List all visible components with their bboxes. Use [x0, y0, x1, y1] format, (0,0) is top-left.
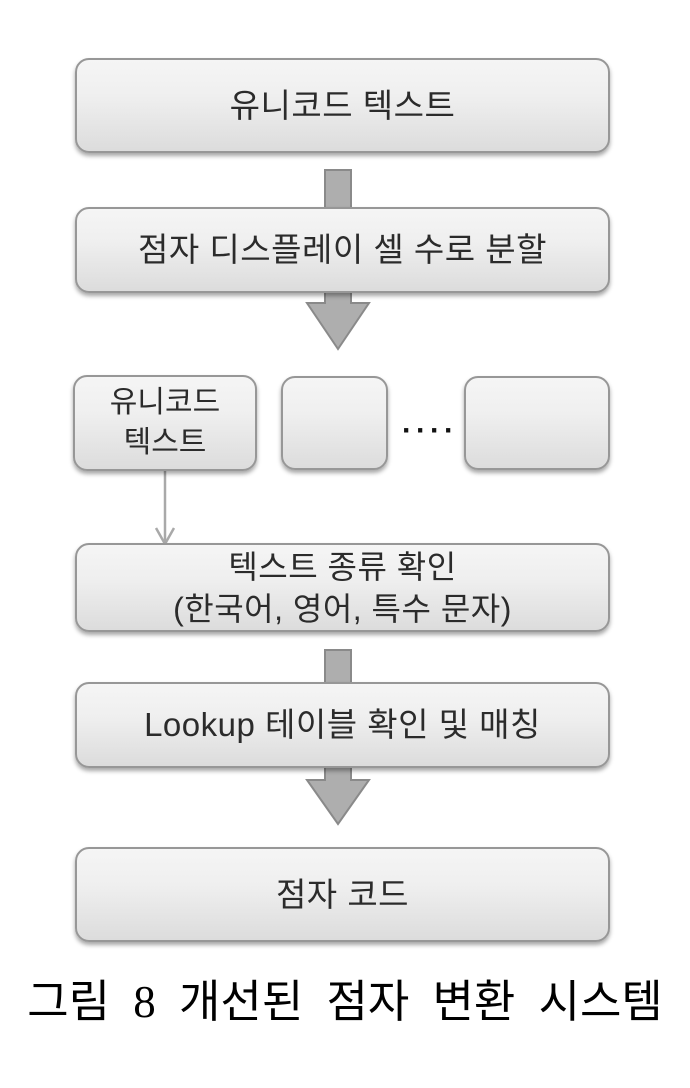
node-split-cells: 점자 디스플레이 셀 수로 분할 [75, 207, 610, 293]
node-label: Lookup 테이블 확인 및 매칭 [144, 706, 541, 743]
node-label: 점자 디스플레이 셀 수로 분할 [138, 231, 547, 268]
node-label: 점자 코드 [275, 875, 410, 913]
node-lookup-match: Lookup 테이블 확인 및 매칭 [75, 682, 610, 768]
node-label-line2: 텍스트 [123, 426, 207, 459]
node-label-line1: 텍스트 종류 확인 [228, 548, 457, 585]
ellipsis-dots: ···· [402, 414, 458, 447]
node-unicode-text: 유니코드 텍스트 [75, 58, 610, 153]
figure-caption: 그림 8 개선된 점자 변환 시스템 [27, 977, 663, 1027]
thin-arrow-down-icon [154, 471, 176, 547]
node-braille-code: 점자 코드 [75, 847, 610, 942]
node-cell-empty-n [464, 376, 610, 470]
node-label: 유니코드 텍스트 [229, 86, 456, 124]
node-label-line1: 유니코드 [109, 386, 221, 419]
node-cell-empty-2 [281, 376, 388, 470]
node-check-type: 텍스트 종류 확인 (한국어, 영어, 특수 문자) [75, 543, 610, 632]
node-label-line2: (한국어, 영어, 특수 문자) [173, 590, 512, 627]
node-cell-unicode-text: 유니코드 텍스트 [73, 375, 257, 471]
